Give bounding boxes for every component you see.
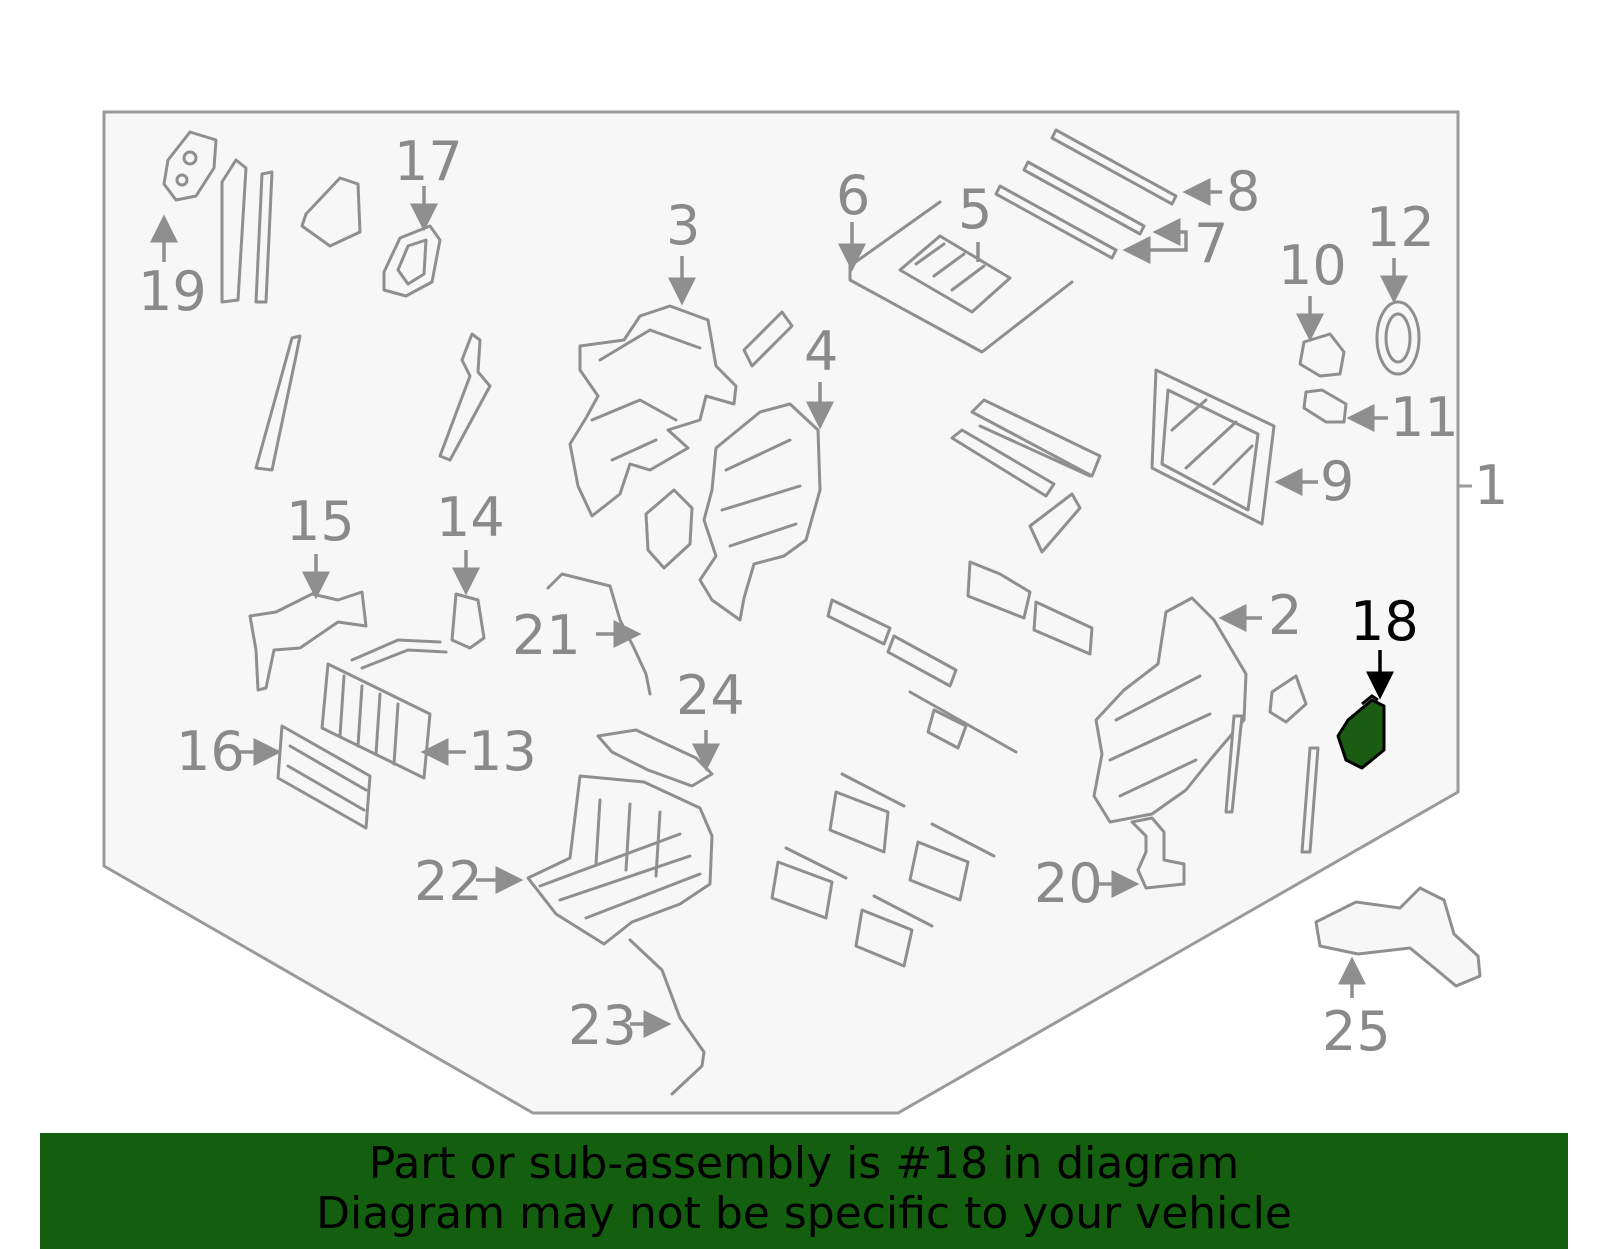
callout-1: 1 <box>1474 454 1508 517</box>
callout-18: 18 <box>1350 590 1419 653</box>
callout-3: 3 <box>666 194 700 257</box>
callout-4: 4 <box>804 320 838 383</box>
part-rod-left-2 <box>438 332 492 462</box>
part-20-hose <box>1130 816 1186 890</box>
callout-22: 22 <box>414 850 483 913</box>
info-banner: Part or sub-assembly is #18 in diagram D… <box>40 1133 1568 1249</box>
part-11-fitting <box>1302 388 1348 424</box>
part-filters <box>770 772 996 968</box>
callout-24: 24 <box>676 664 745 727</box>
callout-5: 5 <box>958 178 992 241</box>
callout-8: 8 <box>1226 160 1260 223</box>
part-22-case <box>526 774 714 946</box>
callout-7: 7 <box>1194 212 1228 275</box>
callout-9: 9 <box>1320 450 1354 513</box>
callout-13: 13 <box>468 720 537 783</box>
callout-10: 10 <box>1278 234 1347 297</box>
banner-part-note: Part or sub-assembly is #18 in diagram <box>368 1138 1240 1189</box>
part-2-housing <box>1092 596 1320 854</box>
leader-arrows <box>150 178 1408 1038</box>
part-24-plate <box>596 728 714 788</box>
part-rod-left <box>254 334 302 472</box>
part-center-panels <box>826 398 1102 754</box>
callout-14: 14 <box>436 486 505 549</box>
callout-6: 6 <box>836 164 870 227</box>
callout-21: 21 <box>512 604 581 667</box>
callout-16: 16 <box>176 720 245 783</box>
part-14-grommet <box>450 592 486 650</box>
assembly-boundary <box>102 110 1460 1115</box>
callout-23: 23 <box>568 994 637 1057</box>
callout-25: 25 <box>1322 1000 1391 1063</box>
part-12-seal <box>1375 300 1421 376</box>
part-9-evaporator <box>1150 368 1276 526</box>
callout-15: 15 <box>286 490 355 553</box>
part-23-hose <box>628 938 706 1096</box>
part-17-gasket <box>382 224 442 298</box>
part-25-duct <box>1314 886 1482 988</box>
banner-vehicle-disclaimer: Diagram may not be specific to your vehi… <box>316 1188 1292 1239</box>
part-10-fitting <box>1298 332 1346 378</box>
part-19-brackets <box>162 130 362 304</box>
part-4-housing <box>644 402 822 622</box>
callout-12: 12 <box>1366 196 1435 259</box>
part-13-heater-core <box>320 638 448 780</box>
callout-20: 20 <box>1034 852 1103 915</box>
part-3-housing <box>568 304 794 518</box>
callout-2: 2 <box>1268 584 1302 647</box>
callout-19: 19 <box>138 260 207 323</box>
callout-17: 17 <box>394 130 463 193</box>
part-7-8-rods <box>994 128 1178 260</box>
callout-11: 11 <box>1390 386 1459 449</box>
